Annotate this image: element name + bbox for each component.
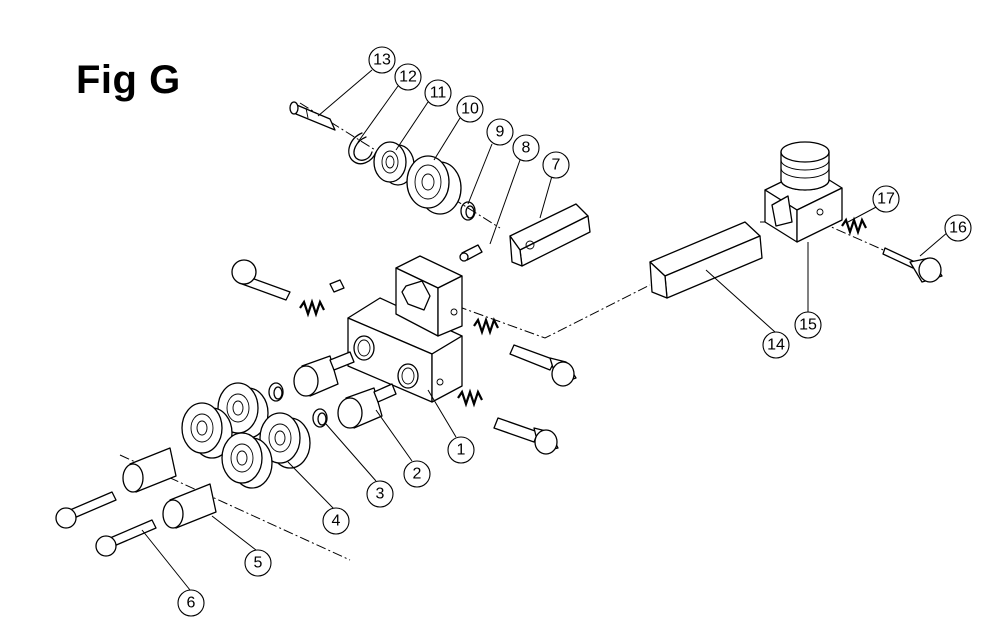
part-14-hex-bar bbox=[649, 221, 763, 299]
part-2-eccentric-shaft bbox=[293, 351, 397, 429]
callout-16: 16 bbox=[944, 214, 972, 242]
callout-14-label: 14 bbox=[767, 337, 785, 354]
part-1-main-block bbox=[347, 255, 463, 403]
part-4-bearings bbox=[181, 382, 311, 489]
callout-9-label: 9 bbox=[496, 124, 505, 141]
callout-13: 13 bbox=[368, 46, 396, 74]
callout-2: 2 bbox=[403, 460, 431, 488]
part-5-spacers bbox=[122, 447, 217, 529]
callout-7: 7 bbox=[542, 151, 570, 179]
part-16-knob-screw bbox=[882, 247, 943, 283]
callout-10-label: 10 bbox=[461, 101, 479, 118]
callout-10: 10 bbox=[456, 95, 484, 123]
callout-4: 4 bbox=[322, 507, 350, 535]
part-7-hex-shaft bbox=[509, 203, 591, 267]
part-8-set-screw bbox=[459, 244, 483, 262]
callout-3-label: 3 bbox=[376, 486, 385, 503]
callout-leaders bbox=[141, 69, 949, 591]
callout-9: 9 bbox=[486, 118, 514, 146]
callout-15-label: 15 bbox=[799, 317, 817, 334]
part-11-bearing bbox=[373, 141, 415, 186]
figure-title: Fig G bbox=[76, 58, 181, 102]
part-1-right-screws bbox=[457, 316, 577, 455]
callout-15: 15 bbox=[794, 311, 822, 339]
callout-7-label: 7 bbox=[552, 157, 561, 174]
callout-3: 3 bbox=[366, 480, 394, 508]
callout-17-label: 17 bbox=[877, 191, 895, 208]
part-9-ring bbox=[460, 201, 476, 221]
part-3-ring bbox=[268, 382, 328, 428]
part-13-pin bbox=[289, 101, 336, 131]
part-1-upper-left-screw bbox=[231, 259, 345, 318]
callout-1-label: 1 bbox=[457, 442, 466, 459]
callout-13-label: 13 bbox=[373, 52, 391, 69]
part-12-retaining-ring bbox=[348, 132, 377, 165]
part-6-cap-screws bbox=[55, 491, 157, 557]
callout-11: 11 bbox=[424, 79, 452, 107]
callout-12-label: 12 bbox=[399, 69, 417, 86]
callout-6-label: 6 bbox=[187, 595, 196, 612]
callout-8: 8 bbox=[512, 134, 540, 162]
callout-5-label: 5 bbox=[254, 555, 263, 572]
callout-11-label: 11 bbox=[430, 85, 447, 102]
callout-12: 12 bbox=[394, 63, 422, 91]
callout-8-label: 8 bbox=[522, 140, 531, 157]
part-10-roller bbox=[406, 155, 462, 215]
callout-4-label: 4 bbox=[332, 513, 341, 530]
callout-17: 17 bbox=[872, 185, 900, 213]
callout-6: 6 bbox=[177, 589, 205, 617]
callout-1: 1 bbox=[447, 436, 475, 464]
callout-16-label: 16 bbox=[949, 220, 967, 237]
part-17-spring bbox=[841, 216, 867, 236]
callout-5: 5 bbox=[244, 549, 272, 577]
callout-14: 14 bbox=[762, 331, 790, 359]
part-15-cube-block bbox=[764, 141, 843, 243]
callout-2-label: 2 bbox=[413, 466, 422, 483]
